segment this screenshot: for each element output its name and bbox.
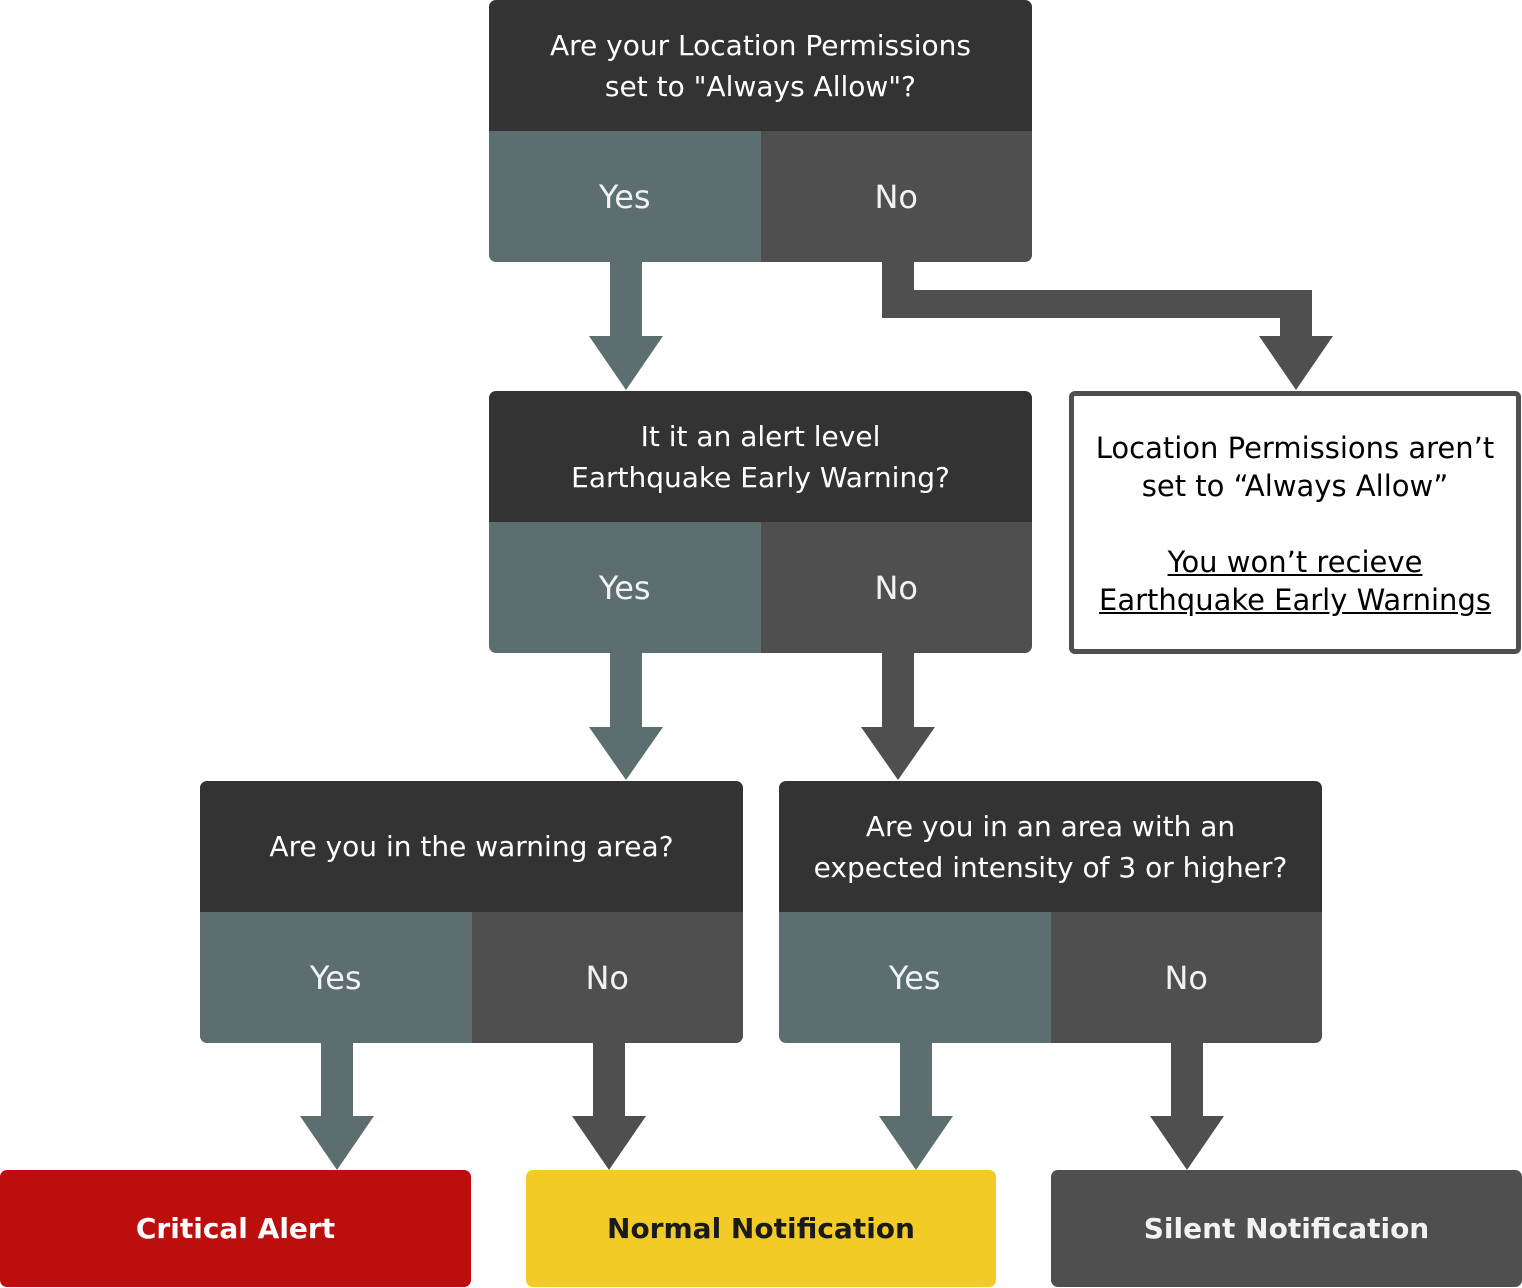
- answer-no-button[interactable]: No: [760, 131, 1032, 262]
- outcome-critical-alert: Critical Alert: [0, 1170, 471, 1287]
- answer-yes-button[interactable]: Yes: [779, 912, 1051, 1043]
- question-header: Are you in the warning area?: [200, 781, 743, 912]
- question-text-line-2: expected intensity of 3 or higher?: [813, 850, 1288, 884]
- arrow-q1-no: [882, 261, 1333, 390]
- outcome-normal-notification: Normal Notification: [526, 1170, 996, 1287]
- answer-no-button[interactable]: No: [1050, 912, 1322, 1043]
- arrow-q1-yes: [589, 261, 663, 390]
- info-line-1: Location Permissions aren’t: [1095, 431, 1495, 465]
- outcome-silent-notification: Silent Notification: [1051, 1170, 1522, 1287]
- arrow-q2-no: [861, 652, 935, 780]
- question-header: Are you in an area with an expected inte…: [779, 781, 1322, 912]
- info-line-2: set to “Always Allow”: [1141, 469, 1449, 503]
- answer-yes-button[interactable]: Yes: [200, 912, 472, 1043]
- arrow-q3-yes: [300, 1041, 374, 1170]
- question-text-line-1: Are you in the warning area?: [269, 830, 674, 863]
- answer-no-button[interactable]: No: [471, 912, 743, 1043]
- arrow-q2-yes: [589, 652, 663, 780]
- question-location-permissions: Are your Location Permissions set to "Al…: [489, 0, 1032, 262]
- question-text-line-2: set to "Always Allow"?: [604, 69, 917, 103]
- question-text-line-1: Are your Location Permissions: [550, 28, 971, 62]
- info-warning-line-1: You won’t recieve: [1167, 545, 1423, 579]
- question-expected-intensity: Are you in an area with an expected inte…: [779, 781, 1322, 1043]
- answer-yes-button[interactable]: Yes: [489, 522, 761, 653]
- info-warning-line-2: Earthquake Early Warnings: [1099, 583, 1491, 617]
- question-header: Are your Location Permissions set to "Al…: [489, 0, 1032, 131]
- arrow-q4-no: [1150, 1041, 1224, 1170]
- question-header: It it an alert level Earthquake Early Wa…: [489, 391, 1032, 522]
- arrow-q3-no: [572, 1041, 646, 1170]
- question-alert-level: It it an alert level Earthquake Early Wa…: [489, 391, 1032, 653]
- question-warning-area: Are you in the warning area? Yes No: [200, 781, 743, 1043]
- permissions-warning-box: Location Permissions aren’t set to “Alwa…: [1069, 391, 1521, 654]
- answer-yes-button[interactable]: Yes: [489, 131, 761, 262]
- question-text-line-1: Are you in an area with an: [865, 809, 1236, 843]
- arrow-q4-yes: [879, 1041, 953, 1170]
- question-text-line-1: It it an alert level: [640, 419, 881, 453]
- answer-no-button[interactable]: No: [760, 522, 1032, 653]
- question-text-line-2: Earthquake Early Warning?: [571, 460, 950, 494]
